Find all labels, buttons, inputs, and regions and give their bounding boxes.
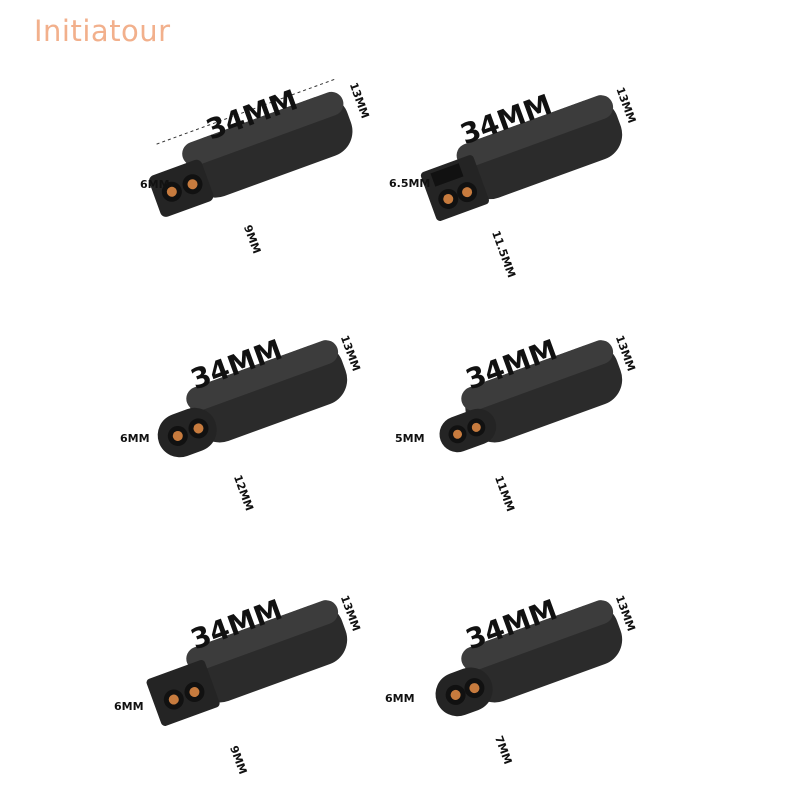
adapter-photo-6: 34MM 13MM 6MM 7MM: [385, 593, 638, 766]
height-label-5: 6MM: [114, 700, 144, 713]
adapter-photo-5: 34MM 13MM 6MM 9MM: [114, 593, 363, 776]
height-label-1: 6MM: [140, 178, 170, 191]
adapter-panel-3: 34MM 13MM 6MM 12MM: [100, 300, 400, 530]
width-label-1: 13MM: [347, 81, 372, 120]
pin-span-label-3: 12MM: [231, 473, 256, 512]
adapter-photo-4: 34MM 13MM 5MM 11MM: [395, 333, 638, 513]
pin-span-label-2: 11.5MM: [489, 229, 518, 280]
brand-watermark: Initiatour: [34, 14, 171, 48]
pin-span-label-5: 9MM: [227, 744, 249, 776]
pin-span-label-6: 7MM: [492, 734, 514, 766]
height-label-6: 6MM: [385, 692, 415, 705]
adapter-panel-6: 34MM 13MM 6MM 7MM: [375, 560, 675, 790]
adapter-panel-1: 34MM 13MM 6MM 9MM: [110, 50, 410, 280]
adapter-panel-4: 34MM 13MM 5MM 11MM: [375, 300, 675, 530]
height-label-4: 5MM: [395, 432, 425, 445]
adapter-photo-2: 34MM 13MM 6.5MM 11.5MM: [389, 85, 638, 280]
adapter-panel-5: 34MM 13MM 6MM 9MM: [100, 560, 400, 790]
adapter-photo-1: 34MM 13MM 6MM 9MM: [140, 78, 372, 255]
adapter-panel-2: 34MM 13MM 6.5MM 11.5MM: [375, 55, 675, 285]
adapter-photo-3: 34MM 13MM 6MM 12MM: [120, 333, 363, 513]
height-label-2: 6.5MM: [389, 177, 430, 190]
pin-span-label-1: 9MM: [241, 223, 263, 255]
pin-span-label-4: 11MM: [492, 474, 517, 513]
height-label-3: 6MM: [120, 432, 150, 445]
